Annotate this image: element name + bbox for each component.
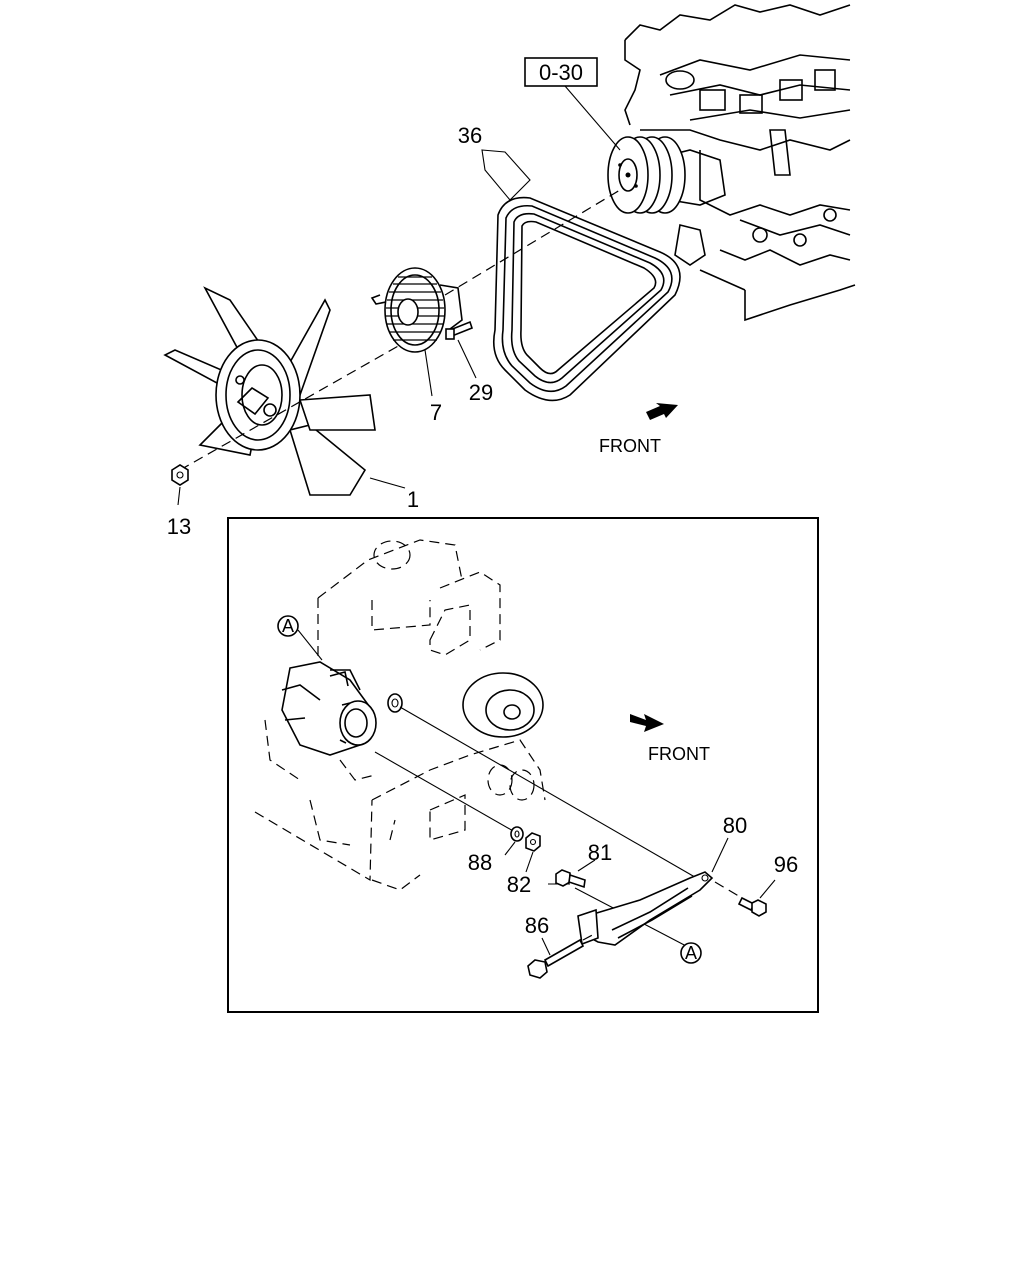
front-arrow-top: FRONT xyxy=(599,403,678,456)
clutch-bolt-29: 29 xyxy=(445,320,493,405)
circle-a-bottom-label: A xyxy=(685,943,697,963)
callout-36: 36 xyxy=(458,123,531,201)
bolt-86: 86 xyxy=(525,913,599,979)
circle-a-top: A xyxy=(277,615,323,661)
callout-13-label: 13 xyxy=(167,514,191,539)
washer-88: 88 xyxy=(468,826,524,875)
callout-96-label: 96 xyxy=(774,852,798,877)
inset-pulley xyxy=(462,672,544,738)
callout-29-label: 29 xyxy=(469,380,493,405)
callout-81-label: 81 xyxy=(588,840,612,865)
callout-7-label: 7 xyxy=(430,400,442,425)
callout-86-label: 86 xyxy=(525,913,549,938)
circle-a-top-label: A xyxy=(282,616,294,636)
crank-pulley xyxy=(607,136,686,214)
fan-clutch xyxy=(370,267,463,353)
v-belt xyxy=(492,196,681,402)
bolt-96: 96 xyxy=(714,852,798,917)
callout-1-label: 1 xyxy=(407,487,419,512)
front-label-top: FRONT xyxy=(599,436,661,456)
callout-36-label: 36 xyxy=(458,123,482,148)
bolt-81: 81 xyxy=(555,840,612,889)
callout-88-label: 88 xyxy=(468,850,492,875)
ref-box-label: 0-30 xyxy=(539,60,583,85)
callout-82-label: 82 xyxy=(507,872,531,897)
adjust-bracket-80 xyxy=(577,871,714,946)
callout-80-label: 80 xyxy=(723,813,747,838)
front-arrow-inset: FRONT xyxy=(630,714,710,764)
fan-blades xyxy=(163,286,376,496)
ref-box-0-30: 0-30 xyxy=(524,57,621,151)
inset-alternator xyxy=(281,661,377,756)
nut-82: 82 xyxy=(507,832,541,897)
engine-block-top xyxy=(624,4,856,322)
inset-engine-phantom xyxy=(254,539,546,891)
circle-a-bottom: A xyxy=(680,942,702,964)
front-label-inset: FRONT xyxy=(648,744,710,764)
fan-nut-13: 13 xyxy=(167,464,191,539)
inset-panel: A 88 82 xyxy=(227,517,819,1013)
